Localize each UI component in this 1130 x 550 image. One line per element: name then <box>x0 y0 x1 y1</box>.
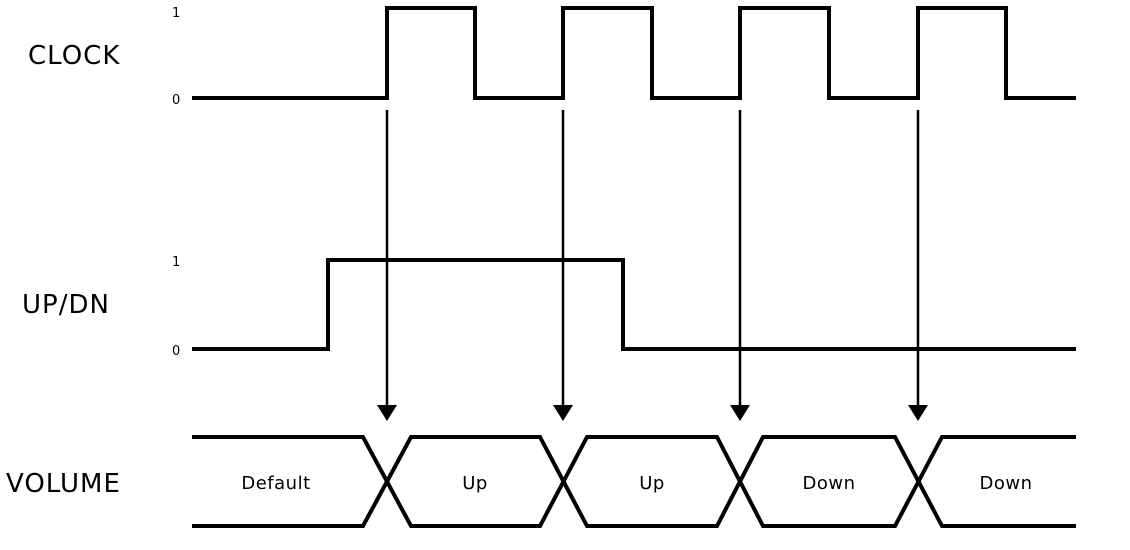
updn-signal-name: UP/DN <box>22 290 110 320</box>
clock-edge-arrow <box>730 110 750 421</box>
updn-low-level-label: 0 <box>172 344 180 359</box>
volume-state-label: Up <box>639 473 665 494</box>
clock-high-level-label: 1 <box>172 6 180 21</box>
arrow-head-icon <box>553 405 573 421</box>
updn-signal: UP/DN 1 0 <box>22 255 1076 359</box>
volume-state-label: Up <box>462 473 488 494</box>
clock-signal: CLOCK 1 0 <box>28 6 1076 108</box>
volume-state-label: Default <box>241 473 310 494</box>
updn-waveform <box>192 258 1076 351</box>
clock-edge-arrow <box>553 110 573 421</box>
clock-edge-arrow <box>377 110 397 421</box>
clock-low-level-label: 0 <box>172 93 180 108</box>
arrow-head-icon <box>908 405 928 421</box>
clock-edge-arrows <box>377 110 928 421</box>
clock-signal-name: CLOCK <box>28 41 120 71</box>
arrow-head-icon <box>377 405 397 421</box>
clock-waveform <box>192 6 1076 100</box>
volume-signal-name: VOLUME <box>6 469 121 499</box>
clock-edge-arrow <box>908 110 928 421</box>
volume-bus-waveform <box>192 435 1076 528</box>
updn-high-level-label: 1 <box>172 255 180 270</box>
arrow-head-icon <box>730 405 750 421</box>
volume-state-label: Down <box>802 473 855 494</box>
volume-state-label: Down <box>979 473 1032 494</box>
volume-signal: VOLUME Default Up Up Down Down <box>6 435 1076 528</box>
